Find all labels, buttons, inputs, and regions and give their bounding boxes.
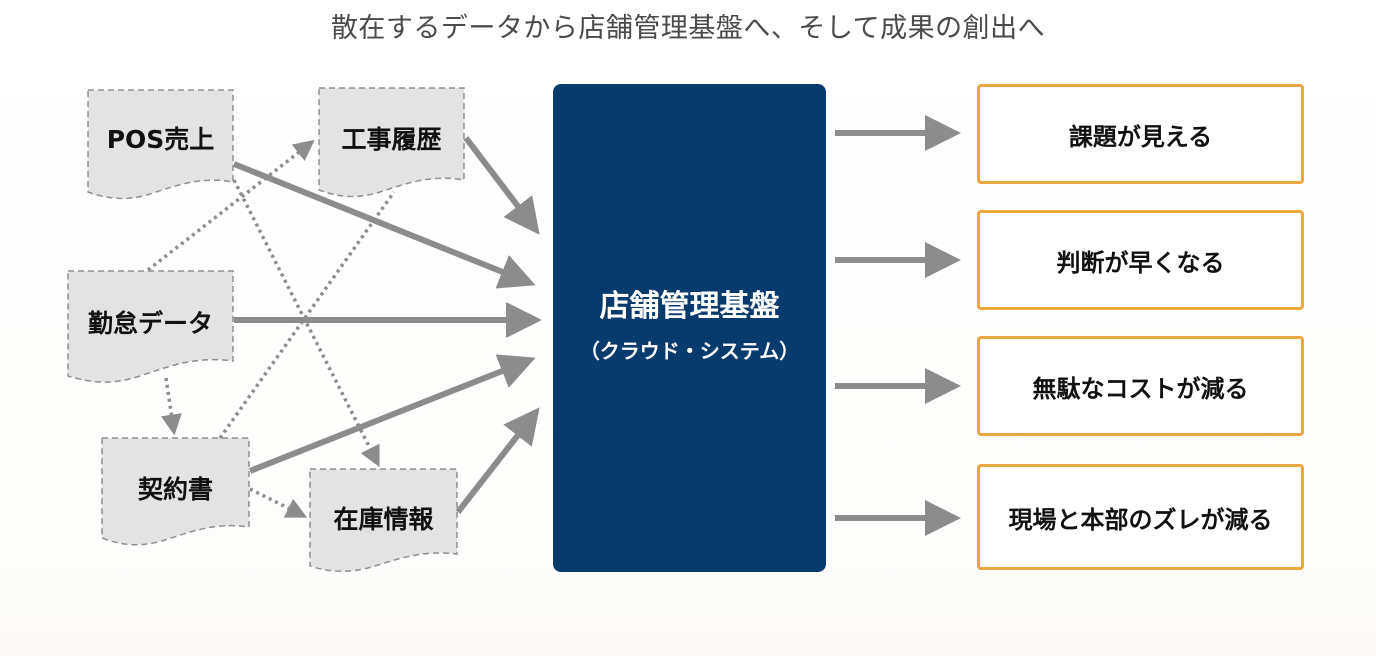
outcome-label: 判断が早くなる (1056, 248, 1225, 277)
source-attendance-label: 勤怠データ (87, 309, 213, 338)
flow-construction-to-hub (463, 136, 540, 235)
outcome-label: 無駄なコストが減る (1032, 374, 1249, 403)
dotted-link-contract-construction (218, 190, 396, 440)
store-management-platform: 店舗管理基盤 （クラウド・システム） (553, 84, 826, 572)
flow-contract-to-hub (248, 354, 536, 474)
outcome-label: 課題が見える (1068, 122, 1213, 151)
hub-title: 店舗管理基盤 (599, 288, 780, 324)
source-construction-label: 工事履歴 (341, 125, 442, 154)
flow-inventory-to-hub (455, 407, 540, 514)
dotted-link-contract-inventory (249, 487, 308, 518)
outcome-reduced-waste: 無駄なコストが減る (977, 336, 1304, 436)
diagram-title: 散在するデータから店舗管理基盤へ、そして成果の創出へ (330, 13, 1046, 44)
doc-shape-inventory (309, 468, 458, 573)
source-pos-label: POS売上 (106, 125, 215, 154)
doc-shape-attendance (67, 270, 234, 383)
outcome-issues-visible: 課題が見える (977, 84, 1304, 184)
source-contract-label: 契約書 (137, 475, 213, 504)
outcome-faster-decisions: 判断が早くなる (977, 210, 1304, 310)
hub-subtitle: （クラウド・システム） (579, 338, 800, 363)
dotted-link-attendance-contract (161, 377, 182, 436)
flow-pos-to-hub (232, 161, 536, 289)
doc-shape-contract (101, 437, 250, 546)
outcome-label: 現場と本部のズレが減る (1008, 505, 1273, 534)
outcome-less-misalignment: 現場と本部のズレが減る (977, 464, 1304, 570)
doc-shape-pos (87, 89, 234, 200)
doc-shape-construction (318, 87, 465, 198)
source-inventory-label: 在庫情報 (333, 505, 434, 534)
